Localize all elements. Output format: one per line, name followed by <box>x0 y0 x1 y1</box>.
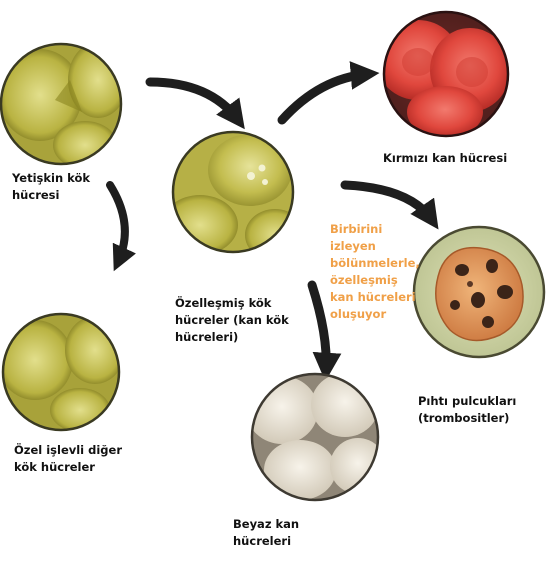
label-line: hücreler (kan kök <box>175 312 289 329</box>
label-adult-stem-cell: Yetişkin kök hücresi <box>12 170 90 204</box>
label-white-blood-cells: Beyaz kan hücreleri <box>233 516 299 550</box>
note-line: izleyen <box>330 238 420 255</box>
label-red-blood-cell: Kırmızı kan hücresi <box>383 150 507 167</box>
label-platelets: Pıhtı pulcukları (trombositler) <box>418 393 516 427</box>
label-line: hücresi <box>12 187 90 204</box>
adult-stem-cell-image <box>0 40 128 170</box>
arrow-specialized-to-platelets <box>345 185 432 220</box>
division-note: Birbirini izleyen bölünmelerle, özelleşm… <box>330 221 420 323</box>
label-line: Kırmızı kan hücresi <box>383 150 507 167</box>
label-line: hücreleri <box>233 533 299 550</box>
arrow-adult-to-specialized <box>150 82 238 120</box>
label-line: hücreleri) <box>175 329 289 346</box>
note-line: kan hücreleri <box>330 289 420 306</box>
label-line: Özelleşmiş kök <box>175 295 289 312</box>
label-line: Pıhtı pulcukları <box>418 393 516 410</box>
note-line: Birbirini <box>330 221 420 238</box>
label-other-stem-cells: Özel işlevli diğer kök hücreler <box>14 442 122 476</box>
specialized-stem-cell-image <box>162 130 305 261</box>
platelets-image <box>414 227 544 357</box>
note-line: bölünmelerle, <box>330 255 420 272</box>
white-blood-cells-image <box>246 373 386 500</box>
note-line: oluşuyor <box>330 306 420 323</box>
arrow-specialized-to-white <box>312 285 326 370</box>
arrow-adult-to-other <box>110 185 125 262</box>
note-line: özelleşmiş <box>330 272 420 289</box>
label-line: Beyaz kan <box>233 516 299 533</box>
red-blood-cell-image <box>376 12 510 138</box>
other-stem-cell-image <box>0 310 125 435</box>
label-line: Yetişkin kök <box>12 170 90 187</box>
arrow-specialized-to-red <box>282 74 368 120</box>
label-specialized-stem-cells: Özelleşmiş kök hücreler (kan kök hücrele… <box>175 295 289 346</box>
label-line: Özel işlevli diğer <box>14 442 122 459</box>
label-line: kök hücreler <box>14 459 122 476</box>
label-line: (trombositler) <box>418 410 516 427</box>
